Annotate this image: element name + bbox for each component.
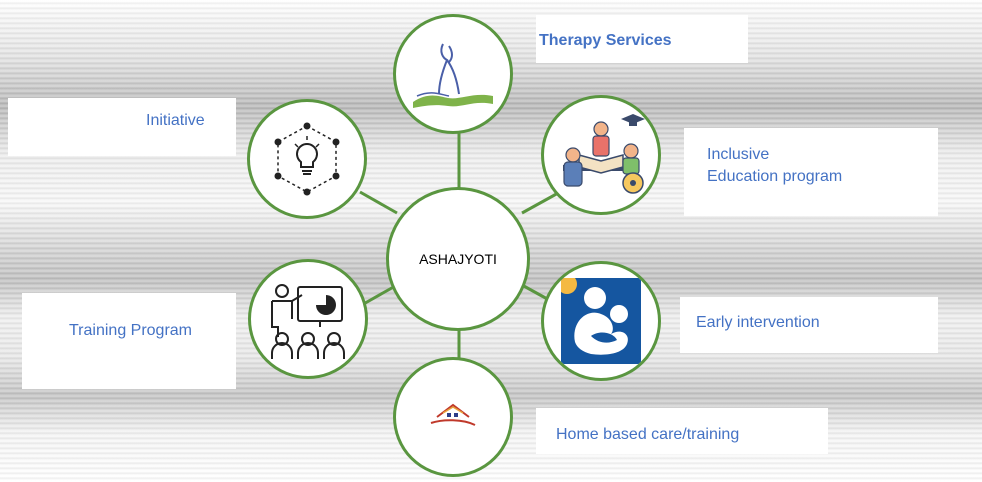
label-training-program: Training Program — [22, 293, 236, 389]
node-inclusive-education — [541, 95, 661, 215]
node-home-care — [393, 357, 513, 477]
presentation-teacher-icon — [271, 284, 345, 359]
label-early-intervention: Early intervention — [680, 297, 938, 353]
lightbulb-network-icon — [274, 122, 340, 196]
label-therapy-services: Therapy Services — [536, 15, 748, 63]
house-icon — [430, 403, 476, 426]
inclusive-classroom-icon — [563, 114, 645, 194]
label-initiative: Initiative — [8, 98, 236, 156]
label-inclusive-education: Inclusive Education program — [684, 128, 938, 216]
center-node: ASHAJYOTI — [386, 187, 530, 331]
node-therapy-services — [393, 14, 513, 134]
node-initiative — [247, 99, 367, 219]
node-training-program — [248, 259, 368, 379]
parent-child-icon — [561, 278, 641, 364]
meditation-figure-icon — [413, 43, 493, 108]
label-home-care: Home based care/training — [536, 408, 828, 454]
node-early-intervention — [541, 261, 661, 381]
